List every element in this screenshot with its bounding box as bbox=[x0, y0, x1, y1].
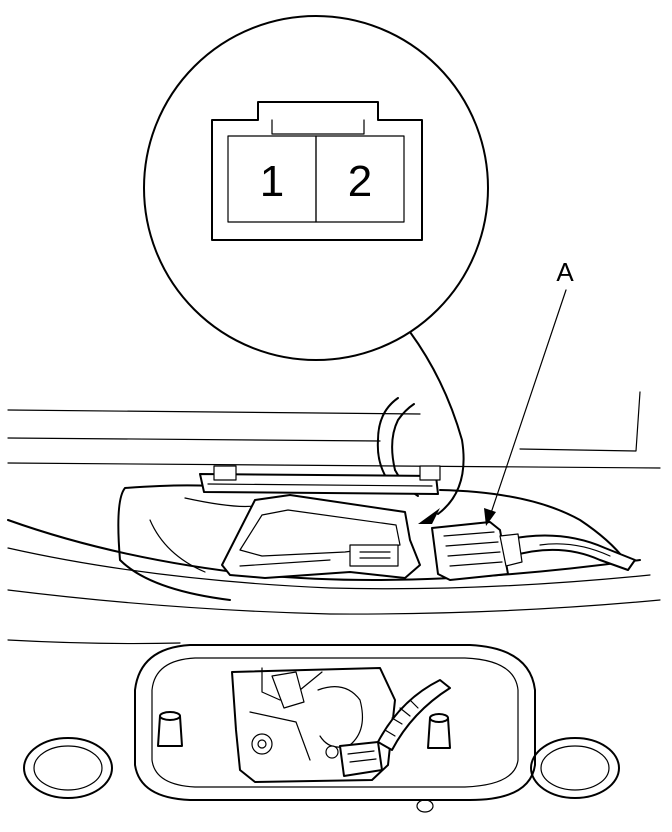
connector-housing-outline bbox=[211, 101, 423, 241]
callout-a-arrowhead bbox=[484, 508, 496, 526]
latch-cavity bbox=[134, 644, 536, 801]
connector-pin-cavity-2 bbox=[315, 135, 405, 223]
magnifier-leader bbox=[409, 331, 465, 515]
trim-panel-lines bbox=[7, 391, 661, 469]
mounting-bar bbox=[199, 465, 441, 495]
connector-detail-callout: 1 2 bbox=[143, 15, 489, 361]
callout-a-label: A bbox=[556, 257, 574, 287]
callout-a: A bbox=[484, 257, 574, 526]
magnifier-leader-arrow bbox=[418, 508, 440, 524]
wire-harness bbox=[504, 534, 636, 571]
pin-label-1: 1 bbox=[260, 157, 284, 206]
actuator-housing bbox=[221, 494, 421, 579]
lamp-recesses bbox=[23, 737, 620, 813]
connector-lock-tab bbox=[271, 119, 365, 135]
latch-connector bbox=[339, 741, 383, 777]
latch-bolt-left bbox=[157, 711, 183, 747]
latch-cable bbox=[377, 679, 451, 751]
latch-bolt-right bbox=[427, 713, 451, 749]
callout-a-leader bbox=[489, 289, 567, 517]
connector-a bbox=[431, 521, 523, 581]
pin-label-2: 2 bbox=[348, 157, 372, 206]
